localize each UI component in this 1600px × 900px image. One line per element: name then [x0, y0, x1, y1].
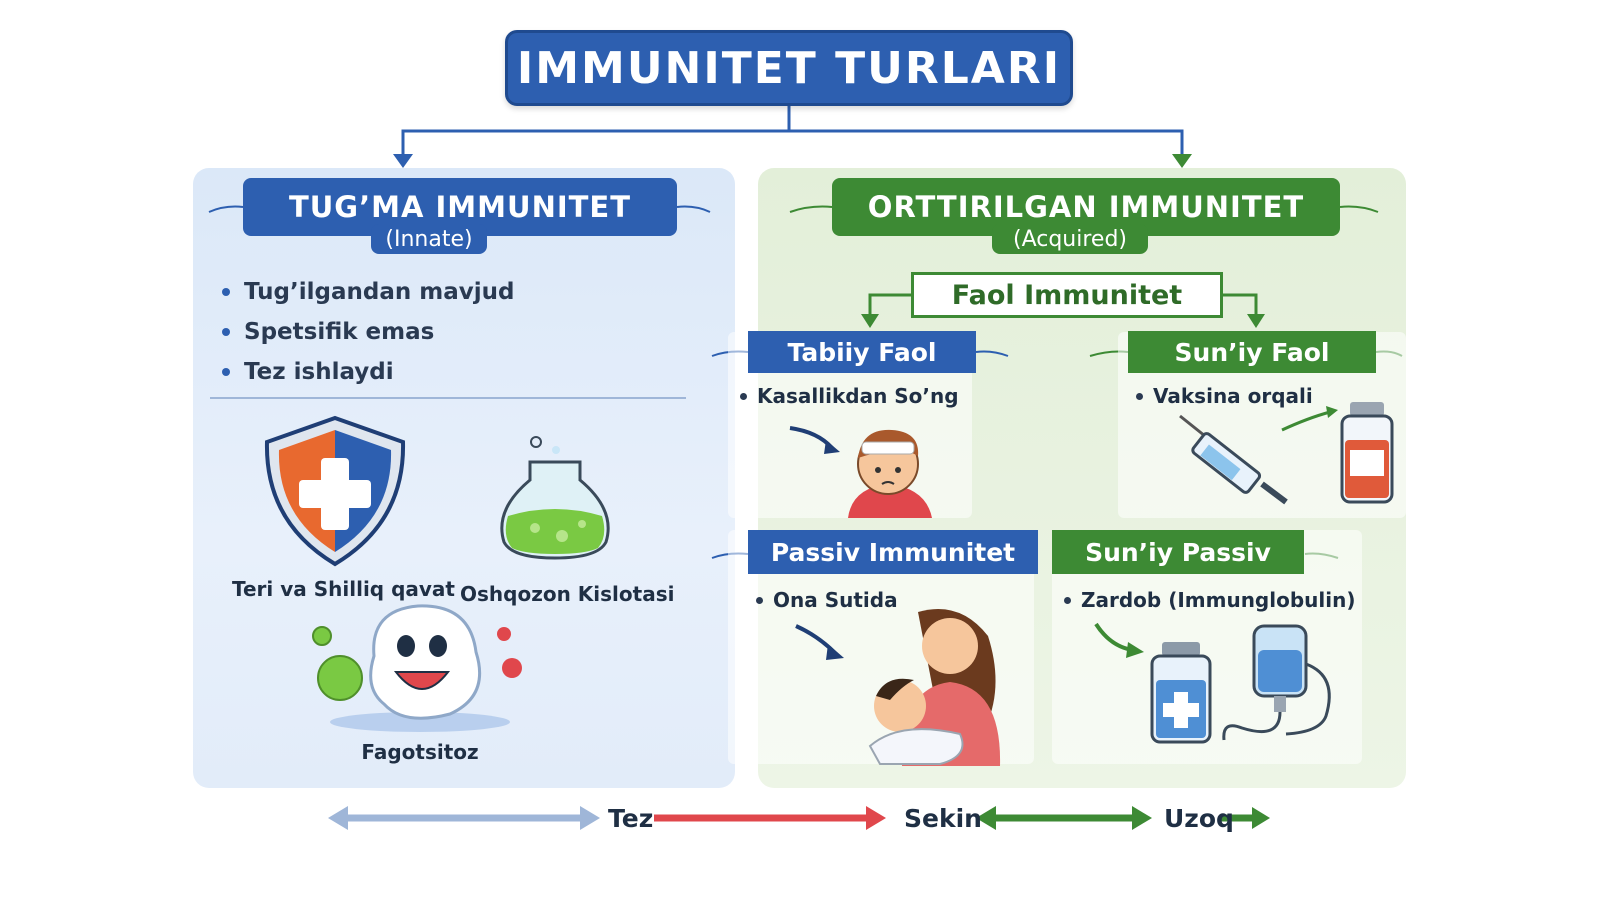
legend-long: Uzoq [1164, 804, 1234, 833]
innate-divider [210, 397, 686, 399]
phagocyte-icon [312, 604, 522, 732]
page-title: IMMUNITET TURLARI [505, 30, 1073, 106]
arrow-to-serum-icon [1094, 622, 1144, 658]
innate-subheading: (Innate) [371, 224, 487, 254]
innate-bullet: Tug’ilgandan mavjud [222, 272, 514, 312]
passive-heading: Passiv Immunitet [748, 530, 1038, 574]
legend-blue-arrow-icon [328, 806, 600, 830]
title-to-acquired-connector [789, 129, 1184, 158]
innate-bullet-list: Tug’ilgandan mavjud Spetsifik emas Tez i… [222, 272, 514, 392]
shield-icon [264, 415, 406, 567]
active-immunity-box: Faol Immunitet [911, 272, 1223, 318]
natural-active-heading: Tabiiy Faol [748, 331, 976, 373]
flask-icon [500, 436, 610, 560]
acid-label: Oshqozon Kislotasi [460, 582, 675, 606]
syringe-icon [1179, 414, 1288, 505]
innate-heading: TUG’MA IMMUNITET [243, 178, 677, 236]
artificial-active-bullet: Vaksina orqali [1136, 384, 1313, 408]
skin-label: Teri va Shilliq qavat [232, 577, 455, 601]
legend-slow: Sekin [904, 804, 982, 833]
artificial-passive-heading: Sun’iy Passiv [1052, 530, 1304, 574]
passive-bullet: Ona Sutida [756, 588, 898, 612]
natural-active-bullet: Kasallikdan So’ng [740, 384, 959, 408]
arrow-innate-icon [393, 154, 413, 168]
acquired-subheading: (Acquired) [992, 224, 1148, 254]
sick-child-icon [789, 426, 932, 518]
arrow-to-vial-icon [1281, 406, 1338, 432]
innate-bullet: Spetsifik emas [222, 312, 514, 352]
legend-fast: Tez [608, 804, 654, 833]
artificial-passive-bullet: Zardob (Immunglobulin) [1064, 588, 1356, 612]
phagocytosis-label: Fagotsitoz [361, 740, 479, 764]
mother-baby-icon [795, 609, 1001, 766]
vaccine-vial-icon [1340, 402, 1394, 504]
legend-green-arrow-icon [976, 806, 1270, 830]
arrow-acquired-icon [1172, 154, 1192, 168]
serum-vial-icon [1150, 642, 1212, 744]
title-to-innate-connector [401, 106, 791, 158]
legend-red-arrow-icon [654, 806, 886, 830]
speed-legend [328, 806, 1270, 830]
iv-bag-icon [1222, 624, 1331, 741]
innate-bullet: Tez ishlaydi [222, 352, 514, 392]
artificial-active-heading: Sun’iy Faol [1128, 331, 1376, 373]
